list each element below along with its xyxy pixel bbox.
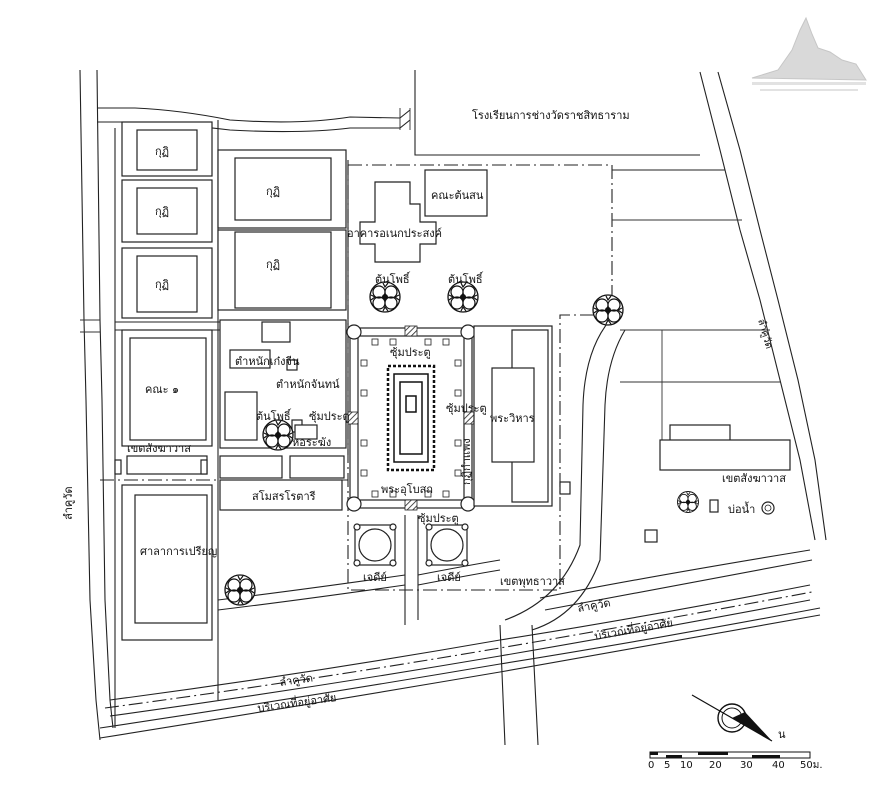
kuti-kamphaeng-label: กุฏิกำแพง (460, 438, 473, 485)
ton-pho-label: ต้นโพธิ์ (375, 271, 411, 286)
scale-tick: 50ม. (800, 760, 823, 771)
scale-tick: 5 (664, 760, 670, 771)
chedi-group (353, 523, 469, 567)
tree-icon (369, 281, 401, 313)
right-area (612, 169, 791, 543)
kuti-label: กุฏิ (266, 258, 280, 271)
ubosot-enclosure (346, 324, 476, 512)
canal-lines (79, 69, 827, 741)
phra-ubosot-label: พระอุโบสถ (381, 482, 433, 496)
khet-sangkhawat-label: เขตสังฆาวาส (722, 472, 786, 485)
tree-icon (224, 574, 256, 606)
bo-nam-label: บ่อน้ำ (728, 501, 755, 516)
sala-label: ศาลาการเปรียญ (140, 545, 217, 558)
ton-pho-label: ต้นโพธิ์ (448, 271, 484, 286)
ho-rakang-label: หอระฆัง (292, 436, 331, 449)
scale-tick: 40 (772, 760, 785, 771)
sum-pratu-label: ซุ้มประตู (446, 402, 487, 415)
sum-pratu-label: ซุ้มประตู (390, 346, 431, 359)
phra-wihan-label: พระวิหาร (490, 412, 535, 425)
khet-sangkhawat-label: เขตสังฆาวาส (127, 442, 191, 455)
tamnak-kengjin-label: ตำหนักเก๋งจีน (235, 355, 300, 368)
north-arrow-icon (691, 694, 773, 742)
school-area (414, 70, 700, 156)
sum-pratu-label: ซุ้มประตู (418, 512, 459, 525)
khet-phutthawat-label: เขตพุทธาวาส (500, 575, 565, 588)
kuti-label: กุฏิ (155, 145, 169, 158)
north-label: น (778, 728, 786, 741)
samoson-label: สโมสรโรตารี (252, 489, 316, 503)
kana-1-area (121, 329, 213, 447)
lam-khu-wat-label: ลำคูวัด (279, 671, 314, 689)
lam-khu-wat-label: ลำคูวัด (576, 596, 611, 615)
sala-area (121, 484, 213, 641)
samoson-building (219, 479, 343, 511)
multipurpose-label: อาคารอเนกประสงค์ (347, 227, 442, 240)
tamnak-jantan-label: ตำหนักจันทน์ (276, 378, 340, 391)
tree-icon (677, 491, 699, 513)
kuti-label: กุฏิ (155, 205, 169, 218)
chedi-label: เจดีย์ (363, 571, 387, 584)
temple-logo-icon (751, 16, 867, 91)
tree-icon (447, 281, 479, 313)
phra-wihan-area (473, 325, 571, 507)
lam-khu-wat-label: ลำคูวัด (62, 486, 75, 520)
scale-ticks: 0 5 10 20 30 40 50ม. (648, 760, 823, 771)
kuti-label: กุฏิ (155, 278, 169, 291)
tree-icon (262, 419, 294, 451)
kuti-left-column (121, 121, 213, 319)
khet-phutthawat-boundary (347, 164, 613, 591)
chedi-label: เจดีย์ (437, 571, 461, 584)
kana-1-label: คณะ ๑ (145, 383, 179, 396)
sum-pratu-label: ซุ้มประตู (309, 410, 350, 423)
multipurpose-building (359, 169, 488, 263)
ton-pho-label: ต้นโพธิ์ (256, 408, 292, 423)
scale-tick: 30 (740, 760, 753, 771)
tree-icon (592, 294, 624, 326)
kuti-middle (217, 149, 347, 311)
scale-tick: 10 (680, 760, 693, 771)
lam-khu-wat-label: ลำคูวัด (755, 318, 774, 350)
kuti-label: กุฏิ (266, 185, 280, 198)
scale-bar (649, 751, 811, 759)
khet-sangkhawat-left-bar (100, 455, 348, 481)
school-label: โรงเรียนการช่างวัดราชสิทธาราม (472, 108, 630, 122)
scale-tick: 20 (709, 760, 722, 771)
scale-tick: 0 (648, 760, 654, 771)
boriwen-label: บริเวณที่อยู่อาศัย (593, 614, 674, 643)
kana-tonson-label: คณะต้นสน (431, 189, 484, 202)
